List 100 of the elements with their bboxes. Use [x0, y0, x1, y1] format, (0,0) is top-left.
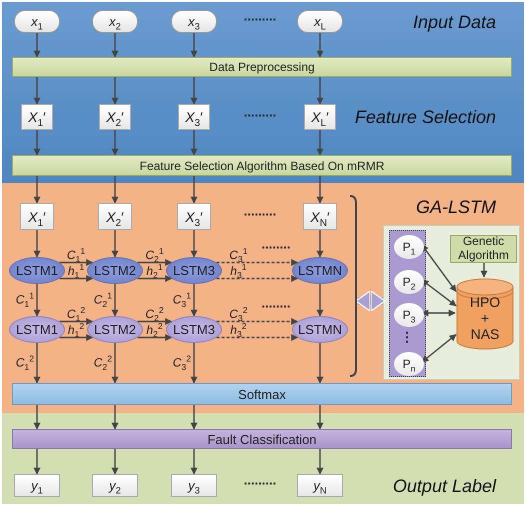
ellipsis: ⋮ — [400, 330, 414, 344]
section-band — [2, 183, 524, 413]
database-cylinder: HPO + NAS — [456, 278, 514, 350]
parameter-node: P$_{n}$ — [394, 352, 424, 376]
section-title: Output Label — [392, 476, 496, 497]
arrow — [421, 310, 456, 316]
classification-bar: Fault Classification — [12, 429, 512, 449]
ellipsis: ......... — [244, 474, 276, 486]
arrow — [421, 244, 457, 292]
double-arrow — [355, 290, 386, 312]
input-node: x$_{L}$ — [297, 10, 343, 33]
arrow — [316, 343, 324, 384]
arrow — [34, 176, 40, 204]
arrow — [316, 77, 324, 105]
arrow — [190, 284, 198, 317]
arrow — [34, 77, 40, 105]
arrow — [60, 334, 94, 341]
arrow — [34, 449, 40, 475]
arrow — [316, 449, 324, 475]
arrow — [34, 405, 40, 430]
arrow — [216, 318, 298, 325]
lstm-cell: LSTM3 — [166, 316, 222, 343]
panel — [389, 230, 426, 377]
output-box: y$_{3}$ — [171, 474, 217, 497]
arrow — [112, 176, 118, 204]
output-box: y$_{1}$ — [14, 474, 60, 497]
bracket — [350, 195, 358, 377]
ellipsis: ......... — [244, 10, 276, 22]
arrow — [316, 230, 324, 258]
arrow — [138, 334, 172, 341]
parameter-node: P$_{2}$ — [394, 270, 424, 294]
arrow — [216, 334, 298, 341]
ellipsis: ......... — [244, 204, 276, 218]
feature-box: X$_{3}$′ — [178, 104, 210, 130]
arrow — [316, 130, 324, 156]
arrow — [316, 33, 324, 58]
arrow — [34, 284, 40, 317]
arrow — [190, 449, 198, 475]
arrow — [190, 343, 198, 384]
arrow — [112, 405, 118, 430]
arrow — [60, 259, 94, 266]
input-node: x$_{1}$ — [14, 10, 60, 33]
arrow — [216, 275, 298, 282]
feature-box: X$_{1}$′ — [21, 104, 53, 130]
arrow — [480, 262, 488, 278]
section-band — [2, 2, 524, 183]
ellipsis: ......... — [244, 106, 276, 118]
arrow — [190, 230, 198, 258]
lstm-cell: LSTM1 — [9, 316, 65, 343]
arrow — [60, 318, 94, 325]
feature-box: X$_{1}$′ — [20, 203, 54, 230]
process-bar: Feature Selection Algorithm Based On mRMR — [12, 155, 512, 176]
arrow — [112, 284, 118, 317]
feature-box: X$_{N}$′ — [303, 203, 337, 230]
arrow — [421, 334, 457, 363]
arrow — [112, 343, 118, 384]
lstm-cell: LSTM2 — [87, 316, 143, 343]
lstm-cell: LSTM3 — [166, 257, 222, 284]
arrow — [316, 284, 324, 317]
arrow — [34, 230, 40, 258]
arrow — [138, 275, 172, 282]
section-title: Feature Selection — [354, 107, 496, 128]
parameter-node: P$_{1}$ — [394, 235, 424, 259]
arrow — [112, 449, 118, 475]
arrow — [138, 259, 172, 266]
section-band — [2, 413, 524, 504]
feature-box: X$_{2}$′ — [99, 104, 131, 130]
arrow — [316, 405, 324, 430]
lstm-cell: LSTM2 — [87, 257, 143, 284]
arrow — [216, 259, 298, 266]
input-node: x$_{2}$ — [92, 10, 138, 33]
feature-box: X$_{3}$′ — [177, 203, 211, 230]
lstm-cell: LSTMN — [292, 257, 348, 284]
arrow — [112, 130, 118, 156]
arrow — [421, 279, 457, 306]
ellipsis: ........ — [262, 238, 290, 250]
arrow — [34, 130, 40, 156]
section-title: GA-LSTM — [416, 197, 496, 218]
output-box: y$_{2}$ — [92, 474, 138, 497]
arrow — [190, 176, 198, 204]
arrow — [34, 33, 40, 58]
arrow — [190, 77, 198, 105]
panel — [383, 225, 520, 380]
arrow — [34, 343, 40, 384]
parameter-node: P$_{3}$ — [394, 303, 424, 327]
arrow — [190, 130, 198, 156]
arrow — [112, 33, 118, 58]
feature-box: X$_{L}$′ — [304, 104, 336, 130]
arrow — [112, 77, 118, 105]
process-box: Genetic Algorithm — [450, 235, 517, 263]
softmax-bar: Softmax — [12, 383, 512, 405]
arrow — [190, 33, 198, 58]
lstm-cell: LSTMN — [292, 316, 348, 343]
feature-box: X$_{2}$′ — [98, 203, 132, 230]
section-title: Input Data — [412, 12, 496, 33]
lstm-cell: LSTM1 — [9, 257, 65, 284]
ellipsis: ........ — [262, 296, 290, 310]
arrow — [190, 405, 198, 430]
process-bar: Data Preprocessing — [12, 57, 512, 77]
arrow — [112, 230, 118, 258]
